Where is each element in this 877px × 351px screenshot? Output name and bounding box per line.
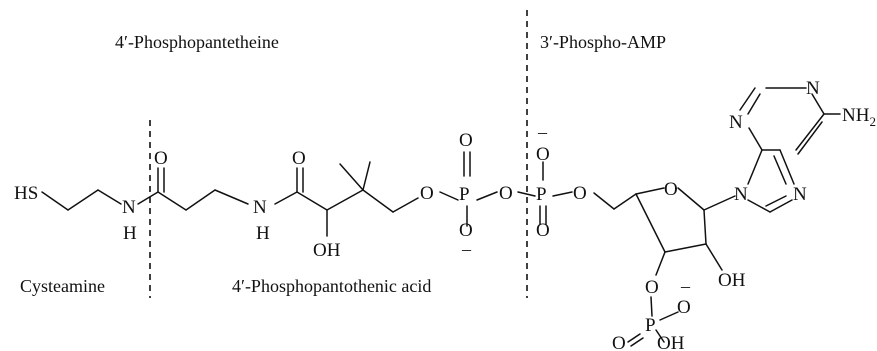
label-phosphopantetheine: 4′-Phosphopantetheine xyxy=(115,32,279,52)
atom-n1: N xyxy=(806,78,820,99)
ribose-ring xyxy=(613,187,736,276)
charge-p3: – xyxy=(680,276,691,296)
purine-ring xyxy=(739,87,841,213)
atom-o-ribose: O xyxy=(664,179,678,200)
atom-p3-o-double: O xyxy=(612,333,626,351)
label-phosphopantothenic-acid: 4′-Phosphopantothenic acid xyxy=(232,276,431,296)
atom-o-carbonyl2: O xyxy=(292,148,306,169)
atom-o3: O xyxy=(645,277,659,298)
charge-p1: – xyxy=(461,239,472,259)
atom-n-amide2: N xyxy=(253,197,267,218)
atom-p2: P xyxy=(536,184,547,205)
atom-nh2: NH2 xyxy=(842,105,876,129)
chain-bonds xyxy=(41,161,459,237)
atom-p3-o-single: O xyxy=(677,297,691,318)
atom-p2-o-single: O xyxy=(536,144,550,165)
atom-oh-ribose: OH xyxy=(718,270,746,291)
atom-oh-pantoate: OH xyxy=(313,240,341,261)
atom-p1: P xyxy=(459,184,470,205)
atom-o-ester2: O xyxy=(573,183,587,204)
atom-o-ester1: O xyxy=(420,183,434,204)
atom-o-bridge: O xyxy=(499,183,513,204)
charge-p2: – xyxy=(537,122,548,142)
atom-n3: N xyxy=(729,112,743,133)
phosphate-1 xyxy=(463,151,498,227)
label-cysteamine: Cysteamine xyxy=(20,276,105,296)
atom-p3: P xyxy=(645,315,656,336)
phosphate-3 xyxy=(627,296,679,347)
atom-p2-o-double: O xyxy=(536,220,550,241)
atom-n7: N xyxy=(793,184,807,205)
atom-h-amide2: H xyxy=(256,223,270,244)
atom-n-amide1: N xyxy=(122,197,136,218)
atom-p3-oh: OH xyxy=(657,333,685,351)
atom-hs: HS xyxy=(14,183,38,204)
atom-o-carbonyl1: O xyxy=(154,148,168,169)
phosphate-2 xyxy=(517,161,615,225)
atom-n9: N xyxy=(734,184,748,205)
label-phospho-amp: 3′-Phospho-AMP xyxy=(540,32,666,52)
atom-p1-o-single: O xyxy=(459,220,473,241)
atom-p1-o-double: O xyxy=(459,130,473,151)
atom-h-amide1: H xyxy=(123,223,137,244)
